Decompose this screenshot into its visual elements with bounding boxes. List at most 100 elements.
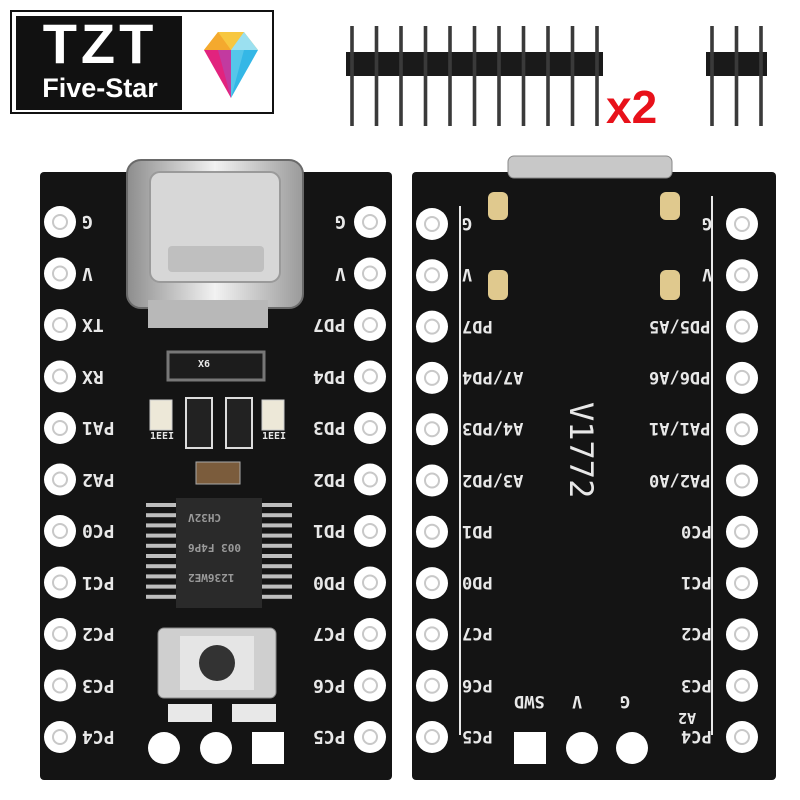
pin-pad [200, 732, 232, 764]
front-left-pin-label: PC4 [82, 726, 115, 747]
header-pin [546, 26, 550, 126]
front-pads [44, 206, 386, 764]
front-left-pin-label: RX [82, 365, 104, 387]
chip-text: 1236WE2 [188, 571, 235, 584]
pin-pad [616, 732, 648, 764]
led-2 [225, 397, 253, 449]
front-left-pin-label: G [82, 211, 93, 232]
board-back [412, 155, 776, 780]
back-pads [416, 208, 758, 764]
back-left-pin-label: A4/PD3 [462, 418, 524, 439]
capacitor [195, 461, 241, 485]
back-right-pin-label: PA1/A1 [649, 418, 711, 439]
header-pin [423, 26, 428, 126]
front-right-pin-label: PC6 [313, 674, 346, 696]
front-right-pin-label: PD2 [313, 468, 346, 490]
header-pin [350, 26, 354, 126]
header-pin [734, 26, 739, 126]
logo-brand-text: TZT [42, 12, 158, 75]
back-left-pin-label: V [462, 264, 473, 285]
component-label: X6 [198, 359, 211, 370]
header-pin [595, 26, 599, 126]
usb-solder-pins [148, 300, 268, 328]
header-pin [570, 26, 575, 126]
back-right-pin-label: PC4 [680, 726, 712, 746]
back-left-pin-label: A7/PD4 [462, 366, 524, 387]
header-pin [521, 26, 526, 126]
back-right-pin-label: V [701, 264, 712, 285]
pin-headers [346, 26, 767, 126]
front-left-pin-label: PC0 [82, 520, 115, 541]
diamond-icon [204, 32, 258, 98]
front-right-pin-label: V [335, 262, 346, 284]
back-right-pin-label: PD5/A5 [649, 315, 711, 336]
front-left-pin-label: PC2 [82, 623, 115, 644]
front-right-pin-label: PD4 [313, 365, 346, 387]
usb-c-back [507, 155, 673, 179]
back-left-pin-label: PC5 [462, 726, 493, 746]
back-bottom-label: SWD [514, 691, 545, 711]
back-right-pin-label: PD6/A6 [649, 366, 711, 387]
board-front [40, 159, 392, 780]
front-right-pin-label: PD3 [313, 417, 346, 438]
resistor-2 [261, 399, 285, 431]
solder-jumper [488, 192, 508, 220]
back-left-pin-label: PD0 [462, 572, 493, 593]
back-right-pin-label: PA2/A0 [649, 469, 711, 490]
chip-text: CH32V [188, 511, 222, 524]
back-left-pin-label: PC7 [462, 623, 493, 644]
front-left-pin-label: PA1 [82, 417, 115, 438]
logo-black-panel [16, 16, 182, 110]
header-pin [759, 26, 763, 126]
pcb-back [412, 172, 776, 780]
back-left-pin-label: G [462, 213, 473, 233]
front-right-pin-label: PC5 [313, 726, 346, 747]
reset-button-cap [199, 645, 235, 681]
back-extra-label: A2 [678, 709, 697, 727]
logo-tagline-text: Five-Star [42, 73, 158, 103]
diode [166, 350, 266, 382]
back-left-pin-label: PD7 [462, 315, 493, 336]
header-pin [448, 26, 452, 126]
front-left-pin-label: PA2 [82, 468, 115, 490]
resistor-1 [149, 399, 173, 431]
back-right-pin-label: G [701, 213, 712, 233]
back-bottom-label: G [620, 691, 631, 711]
header-pin [374, 26, 379, 126]
front-left-pin-label: PC3 [82, 674, 115, 696]
board-version-label: V1772 [562, 402, 600, 499]
front-left-pin-label: V [82, 262, 93, 284]
front-left-pin-label: TX [82, 314, 104, 335]
back-left-pin-label: A3/PD2 [462, 469, 524, 490]
pin-pad [148, 732, 180, 764]
back-right-pin-label: PC1 [680, 572, 712, 593]
front-right-pin-label: PD1 [313, 520, 346, 541]
mcu-pins [146, 503, 292, 599]
back-left-pin-label: PD1 [462, 520, 493, 541]
brand-logo: TZT Five-Star [10, 10, 274, 114]
front-right-pin-label: PC7 [313, 623, 346, 644]
back-bottom-label: V [572, 691, 583, 711]
quantity-label: x2 [606, 81, 658, 133]
component-label: 1EEI [150, 431, 175, 442]
back-right-pin-label: PC0 [680, 520, 712, 541]
led-1 [185, 397, 213, 449]
pin-pad-square [514, 732, 546, 764]
front-right-pin-label: G [335, 211, 346, 232]
front-right-pin-label: PD7 [313, 314, 346, 335]
front-right-pin-label: PD0 [313, 571, 346, 593]
front-left-pin-label: PC1 [82, 571, 115, 593]
chip-text: 003 F4P6 [188, 541, 241, 554]
header-pin [472, 26, 477, 126]
component-label: D01 [176, 707, 195, 718]
header-pin [497, 26, 501, 126]
back-left-pin-label: PC6 [462, 674, 493, 695]
back-right-pin-label: PC2 [680, 623, 712, 644]
pin-pad [566, 732, 598, 764]
header-pin [399, 26, 403, 126]
pin-pad-square [252, 732, 284, 764]
header-pin [710, 26, 714, 126]
mcu-chip [176, 498, 262, 608]
